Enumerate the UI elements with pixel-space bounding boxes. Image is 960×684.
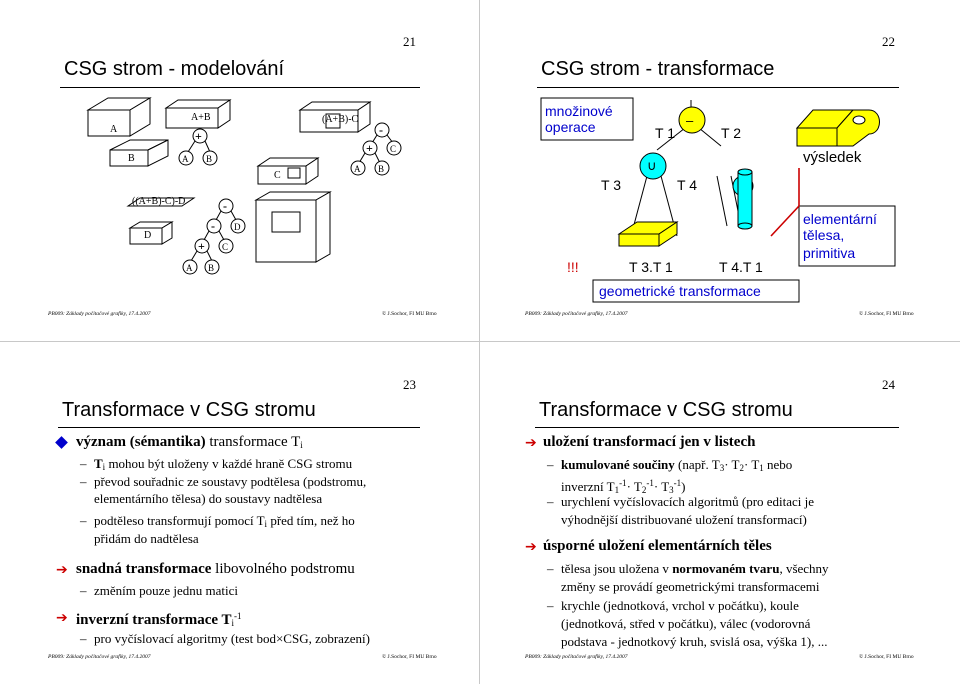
arrow-bullet-icon: ➔: [56, 610, 68, 626]
bullet-line: uložení transformací jen v listech: [543, 434, 756, 450]
footer-left: PB009: Základy počítačové grafiky, 17.4.…: [48, 654, 151, 660]
bullet-line: –změním pouze jednu matici: [80, 583, 239, 598]
arrow-bullet-icon: ➔: [56, 562, 68, 578]
csg-transform-diagram: množinové operace T 1 T 2 T 3 T 4 – ∪ vý…: [540, 97, 896, 303]
union-node: [639, 152, 667, 180]
vysledek-text: výsledek: [803, 149, 862, 166]
slide-number: 21: [403, 34, 416, 49]
bullet-line: úsporné uložení elementárních těles: [543, 538, 772, 554]
bullet-line: změny se provádí geometrickými transform…: [561, 579, 820, 594]
cylinder-primitive: [737, 168, 753, 230]
footer-left: PB009: Základy počítačové grafiky, 17.4.…: [525, 311, 628, 317]
footer-right: © J.Sochor, FI MU Brno: [859, 654, 914, 660]
arrow-bullet-icon: ➔: [525, 539, 537, 555]
bullet-line: (jednotková, střed v počátku), válec (vo…: [561, 616, 811, 631]
mnozinove-text: množinové: [545, 103, 613, 119]
label-plus: +: [195, 129, 202, 143]
label-d: D: [144, 230, 151, 241]
diamond-bullet-icon: [55, 436, 68, 449]
label-c: C: [222, 242, 228, 252]
bullet-line: –kumulované součiny (např. T3· T2· T1 ne…: [547, 457, 793, 473]
bullet-line: –krychle (jednotková, vrchol v počátku),…: [547, 598, 799, 613]
csg-modeling-diagram: A B A+B + A B C (A+B)-C - + C A B ((A+B)…: [86, 97, 402, 275]
label-minus: -: [223, 199, 227, 213]
bullet-line: inverzní T1-1· T2-1· T3-1): [561, 478, 686, 495]
label-a: A: [182, 154, 189, 164]
t2-label: T 2: [721, 125, 741, 141]
bullet-line: podstava - jednotkový kruh, svislá osa, …: [561, 634, 828, 649]
label-b: B: [128, 153, 135, 164]
slide-title: CSG strom - modelování: [64, 58, 285, 80]
slide-23: 23 Transformace v CSG stromu význam (sém…: [0, 343, 479, 684]
operace-text: operace: [545, 119, 596, 135]
label-c: C: [274, 170, 281, 181]
label-b: B: [208, 263, 214, 273]
geometric-transforms-text: geometrické transformace: [599, 283, 761, 299]
bullet-line: výhodnější distribuované uložení transfo…: [561, 512, 807, 527]
result-shape: [795, 109, 880, 147]
minus-node: [678, 106, 706, 134]
t31-label: T 3.T 1: [629, 259, 673, 275]
arrow-bullet-icon: ➔: [525, 435, 537, 451]
label-a: A: [110, 124, 118, 135]
slide-22: 22 CSG strom - transformace: [481, 0, 960, 341]
slide-number: 23: [403, 377, 416, 392]
label-minus: -: [379, 123, 383, 137]
slide-24: 24 Transformace v CSG stromu ➔ uložení t…: [481, 343, 960, 684]
bullet-line: –Ti mohou být uloženy v každé hraně CSG …: [80, 456, 353, 472]
primitiva-text: primitiva: [803, 245, 855, 261]
union-text: ∪: [647, 158, 657, 173]
bullet-line: –podtěleso transformují pomocí Ti před t…: [80, 513, 355, 529]
footer-right: © J.Sochor, FI MU Brno: [859, 311, 914, 317]
cube-primitive: [617, 221, 679, 247]
label-a: A: [354, 164, 361, 174]
footer-right: © J.Sochor, FI MU Brno: [382, 311, 437, 317]
bullet-line: význam (sémantika) transformace Ti: [76, 434, 303, 450]
label-plus: +: [366, 141, 373, 155]
label-abcd: ((A+B)-C)-D: [132, 196, 185, 207]
title-underline: [535, 427, 899, 428]
label-minus: -: [211, 219, 215, 233]
title-underline: [60, 87, 420, 88]
bullet-line: inverzní transformace Ti-1: [76, 611, 242, 628]
slide-title: Transformace v CSG stromu: [62, 399, 316, 421]
bullet-line: snadná transformace libovolného podstrom…: [76, 561, 355, 577]
minus-text: –: [686, 113, 694, 128]
title-underline: [58, 427, 420, 428]
slide-title: CSG strom - transformace: [541, 58, 775, 80]
t3-label: T 3: [601, 177, 621, 193]
label-c: C: [390, 144, 396, 154]
footer-left: PB009: Základy počítačové grafiky, 17.4.…: [48, 311, 151, 317]
label-d: D: [234, 222, 241, 232]
bullet-line: přidám do nadtělesa: [94, 531, 199, 546]
footer-right: © J.Sochor, FI MU Brno: [382, 654, 437, 660]
label-plus: +: [198, 239, 205, 253]
footer-left: PB009: Základy počítačové grafiky, 17.4.…: [525, 654, 628, 660]
telesa-text: tělesa,: [803, 227, 844, 243]
slide-number: 22: [882, 34, 895, 49]
t41-label: T 4.T 1: [719, 259, 763, 275]
slide-21: 21 CSG strom - modelování: [0, 0, 479, 341]
bullet-line: –urychlení vyčíslovacích algoritmů (pro …: [547, 494, 815, 509]
label-a: A: [186, 263, 193, 273]
title-underline: [537, 87, 899, 88]
warning-text: !!!: [567, 259, 579, 275]
elementarni-text: elementární: [803, 211, 877, 227]
horizontal-separator: [0, 341, 960, 342]
bullet-line: –pro vyčíslovací algoritmy (test bod×CSG…: [80, 631, 370, 646]
bullet-line: –tělesa jsou uložena v normovaném tvaru,…: [547, 561, 829, 576]
label-abc: (A+B)-C: [322, 114, 359, 125]
label-b: B: [378, 164, 384, 174]
slide-title: Transformace v CSG stromu: [539, 399, 793, 421]
bullet-line: –převod souřadnic ze soustavy podtělesa …: [80, 474, 367, 489]
t1-label: T 1: [655, 125, 675, 141]
t4-label: T 4: [677, 177, 697, 193]
label-b: B: [206, 154, 212, 164]
vertical-separator: [479, 0, 480, 684]
slide-number: 24: [882, 377, 895, 392]
bullet-line: elementárního tělesa) do soustavy nadtěl…: [94, 491, 323, 506]
label-ab: A+B: [191, 112, 211, 123]
